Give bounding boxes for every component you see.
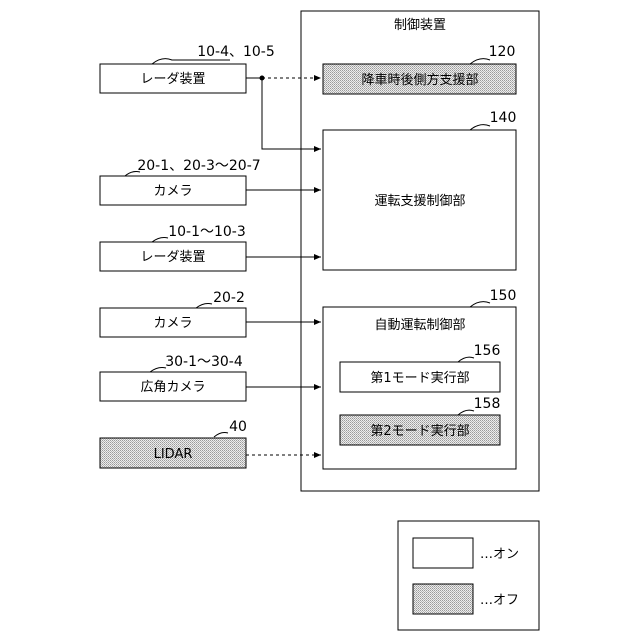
mode2-label: 第2モード実行部 [370, 423, 469, 439]
legend-off-swatch [413, 584, 473, 614]
auto-driving-unit: 150 自動運転制御部 156 第1モード実行部 158 第2モード実行部 [323, 288, 516, 469]
legend-off-label: …オフ [480, 593, 519, 608]
legend-on-swatch [413, 538, 473, 568]
wide-angle-camera: 30-1～30-4 広角カメラ [100, 354, 246, 401]
descent-support-label: 降車時後側方支援部 [361, 72, 478, 88]
driving-support-label: 運転支援制御部 [374, 194, 465, 209]
ref-number: 120 [489, 44, 516, 60]
ref-number: 30-1～30-4 [165, 354, 243, 370]
lidar-label: LIDAR [154, 447, 193, 462]
ref-number: 20-2 [213, 290, 245, 306]
legend: …オン …オフ [398, 521, 539, 630]
camera-a: 20-1、20-3～20-7 カメラ [100, 158, 261, 205]
ref-leader [152, 238, 168, 243]
ref-number: 40 [229, 419, 247, 435]
ref-number: 10-1～10-3 [168, 224, 246, 240]
lidar: 40 LIDAR [100, 419, 247, 468]
wide-angle-camera-label: 広角カメラ [140, 380, 205, 395]
radar-device-a-label: レーダ装置 [140, 72, 205, 87]
radar-device-b-label: レーダ装置 [140, 250, 205, 265]
ref-leader [196, 304, 212, 309]
ref-number: 156 [474, 343, 501, 359]
ref-number: 150 [490, 288, 517, 304]
legend-on-label: …オン [480, 547, 519, 562]
mode1-label: 第1モード実行部 [370, 370, 469, 386]
radar-device-a: 10-4、10-5 レーダ装置 [100, 44, 275, 93]
camera-b: 20-2 カメラ [100, 290, 246, 337]
camera-a-label: カメラ [153, 184, 192, 199]
auto-driving-label: 自動運転制御部 [374, 318, 465, 333]
control-device-title: 制御装置 [394, 18, 446, 33]
ref-number: 10-4、10-5 [197, 44, 275, 60]
radar-device-b: 10-1～10-3 レーダ装置 [100, 224, 246, 271]
ref-number: 20-1、20-3～20-7 [137, 158, 260, 174]
ref-leader [214, 433, 228, 438]
ref-number: 140 [490, 110, 517, 126]
ref-leader [150, 368, 166, 373]
camera-b-label: カメラ [153, 316, 192, 331]
ref-number: 158 [474, 396, 501, 412]
driving-support-unit: 140 運転支援制御部 [323, 110, 516, 270]
